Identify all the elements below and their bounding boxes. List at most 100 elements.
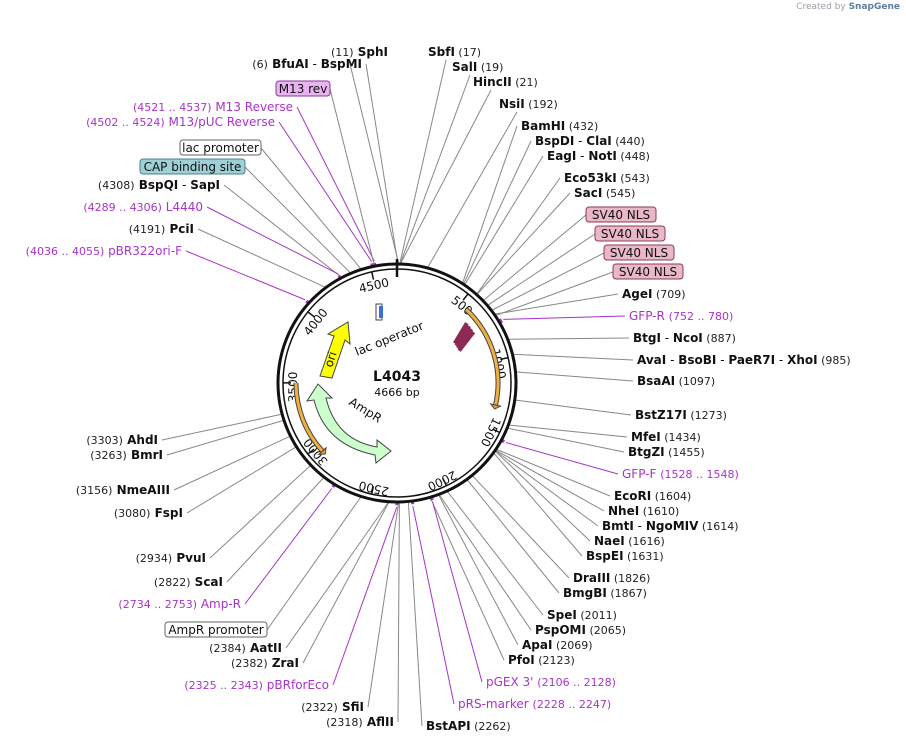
- leader-line: [466, 479, 560, 594]
- enzyme-label[interactable]: (3263) BmrI: [90, 448, 163, 462]
- feature-box[interactable]: [594, 225, 666, 242]
- enzyme-label[interactable]: EagI - NotI (448): [547, 149, 650, 163]
- enzyme-label[interactable]: NheI (1610): [608, 504, 679, 518]
- leader-line: [514, 399, 632, 416]
- feature-box-label: lac promoter: [182, 141, 259, 155]
- feature-box[interactable]: [585, 206, 657, 223]
- primer-label[interactable]: (4036 .. 4055) pBR322ori-F: [26, 244, 182, 258]
- primer-label[interactable]: pGEX 3' (2106 .. 2128): [486, 675, 616, 689]
- enzyme-label[interactable]: ApaI (2069): [522, 638, 593, 652]
- enzyme-label[interactable]: BspEI (1631): [586, 549, 664, 563]
- leader-line: [407, 501, 423, 727]
- feature-box[interactable]: [612, 263, 684, 280]
- enzyme-label[interactable]: BmtI - NgoMIV (1614): [602, 519, 738, 533]
- feature-box-label: SV40 NLS: [601, 227, 659, 241]
- enzyme-label[interactable]: SpeI (2011): [547, 608, 617, 622]
- leader-line: [512, 353, 634, 361]
- tick-label: 2000: [425, 468, 459, 494]
- egfp-arc[interactable]: [465, 308, 500, 406]
- lac-operator-marker: [379, 306, 383, 318]
- leader-line: [487, 233, 596, 306]
- enzyme-label[interactable]: NsiI (192): [499, 97, 558, 111]
- enzyme-label[interactable]: BstZ17I (1273): [635, 408, 727, 422]
- ampr-arc[interactable]: [294, 382, 324, 453]
- sv40-nls-arrow[interactable]: [454, 324, 471, 347]
- feature-box[interactable]: [139, 158, 246, 175]
- enzyme-label[interactable]: (2382) ZraI: [231, 656, 299, 670]
- enzyme-label[interactable]: BtgZI (1455): [628, 445, 705, 459]
- tick-mark: [462, 293, 469, 301]
- leader-line: [495, 448, 611, 497]
- enzyme-label[interactable]: EcoRI (1604): [614, 489, 691, 503]
- primer-label[interactable]: GFP-F (1528 .. 1548): [622, 467, 739, 481]
- leader-line: [494, 450, 599, 527]
- leader-line: [437, 494, 519, 646]
- enzyme-label[interactable]: NaeI (1616): [594, 534, 665, 548]
- enzyme-label[interactable]: BmgBI (1867): [563, 586, 647, 600]
- enzyme-label[interactable]: MfeI (1434): [631, 430, 701, 444]
- primer-site: [370, 262, 375, 267]
- enzyme-label[interactable]: BstAPI (2262): [426, 719, 511, 733]
- enzyme-label[interactable]: (2384) AatII: [209, 641, 282, 655]
- primer-label[interactable]: (2734 .. 2753) Amp-R: [118, 597, 241, 611]
- leader-line: [278, 121, 373, 262]
- enzyme-label[interactable]: (3156) NmeAIII: [76, 483, 170, 497]
- enzyme-label[interactable]: BsaAI (1097): [637, 374, 715, 388]
- enzyme-label[interactable]: (11) SphI: [331, 45, 388, 59]
- feature-arcs: [293, 307, 502, 456]
- enzyme-label[interactable]: PfoI (2123): [508, 653, 575, 667]
- sv40-nls-arrow[interactable]: [456, 327, 474, 350]
- enzyme-label[interactable]: SalI (19): [452, 60, 503, 74]
- tick-mark: [442, 478, 448, 487]
- enzyme-label[interactable]: (6) BfuAI - BspMI: [252, 57, 362, 71]
- primer-label[interactable]: pRS-marker (2228 .. 2247): [458, 697, 611, 711]
- enzyme-label[interactable]: (2322) SfiI: [301, 700, 364, 714]
- sv40-nls-arrow[interactable]: [453, 322, 469, 345]
- primer-label[interactable]: (4521 .. 4537) M13 Reverse: [133, 100, 293, 114]
- primer-label[interactable]: (4289 .. 4306) L4440: [83, 200, 203, 214]
- feature-box[interactable]: [603, 244, 675, 261]
- enzyme-label[interactable]: (3080) FspI: [114, 506, 183, 520]
- enzyme-label[interactable]: (2318) AflII: [326, 715, 394, 729]
- enzyme-label[interactable]: DraIII (1826): [573, 571, 650, 585]
- leader-line: [493, 452, 583, 557]
- leader-line: [507, 427, 625, 453]
- ampr-arrow[interactable]: [305, 383, 392, 464]
- enzyme-label[interactable]: SacI (545): [574, 186, 635, 200]
- enzyme-label[interactable]: AgeI (709): [622, 287, 686, 301]
- primer-label[interactable]: (2325 .. 2343) pBRforEco: [184, 678, 329, 692]
- enzyme-label[interactable]: (4308) BspQI - SapI: [98, 178, 220, 192]
- enzyme-label[interactable]: (2822) ScaI: [154, 575, 223, 589]
- enzyme-label[interactable]: HincII (21): [473, 75, 538, 89]
- primer-label[interactable]: GFP-R (752 .. 780): [629, 309, 733, 323]
- enzyme-label[interactable]: BamHI (432): [521, 119, 598, 133]
- leader-line: [399, 59, 447, 265]
- leader-line: [185, 250, 306, 301]
- feature-box-label: SV40 NLS: [592, 208, 650, 222]
- leader-line: [223, 184, 343, 278]
- ori-arrow[interactable]: [319, 321, 351, 379]
- enzyme-label[interactable]: BtgI - NcoI (887): [633, 331, 736, 345]
- feature-box[interactable]: [164, 621, 268, 638]
- leader-line: [260, 147, 362, 270]
- feature-box[interactable]: [179, 139, 262, 156]
- ampr-arc-head: [317, 446, 327, 456]
- primer-site: [305, 299, 310, 304]
- leader-line: [173, 435, 291, 491]
- enzyme-label[interactable]: Eco53kI (543): [564, 171, 650, 185]
- enzyme-label[interactable]: (4191) PciI: [129, 222, 194, 236]
- enzyme-label[interactable]: SbfI (17): [428, 45, 481, 59]
- feature-box[interactable]: [275, 80, 331, 97]
- enzyme-label[interactable]: AvaI - BsoBI - PaeR7I - XhoI (985): [637, 353, 851, 367]
- enzyme-label[interactable]: (3303) AhdI: [86, 433, 158, 447]
- tick-mark: [370, 271, 375, 280]
- primer-label[interactable]: (4502 .. 4524) M13/pUC Reverse: [86, 115, 275, 129]
- snapgene-logo: SnapGene: [848, 2, 900, 12]
- enzyme-label[interactable]: BspDI - ClaI (440): [535, 134, 645, 148]
- enzyme-label[interactable]: (2934) PvuI: [136, 551, 206, 565]
- enzyme-label[interactable]: PspOMI (2065): [535, 623, 626, 637]
- leader-line: [446, 490, 544, 616]
- sv40-nls-arrow[interactable]: [457, 330, 476, 352]
- ampr-label: AmpR: [346, 395, 384, 426]
